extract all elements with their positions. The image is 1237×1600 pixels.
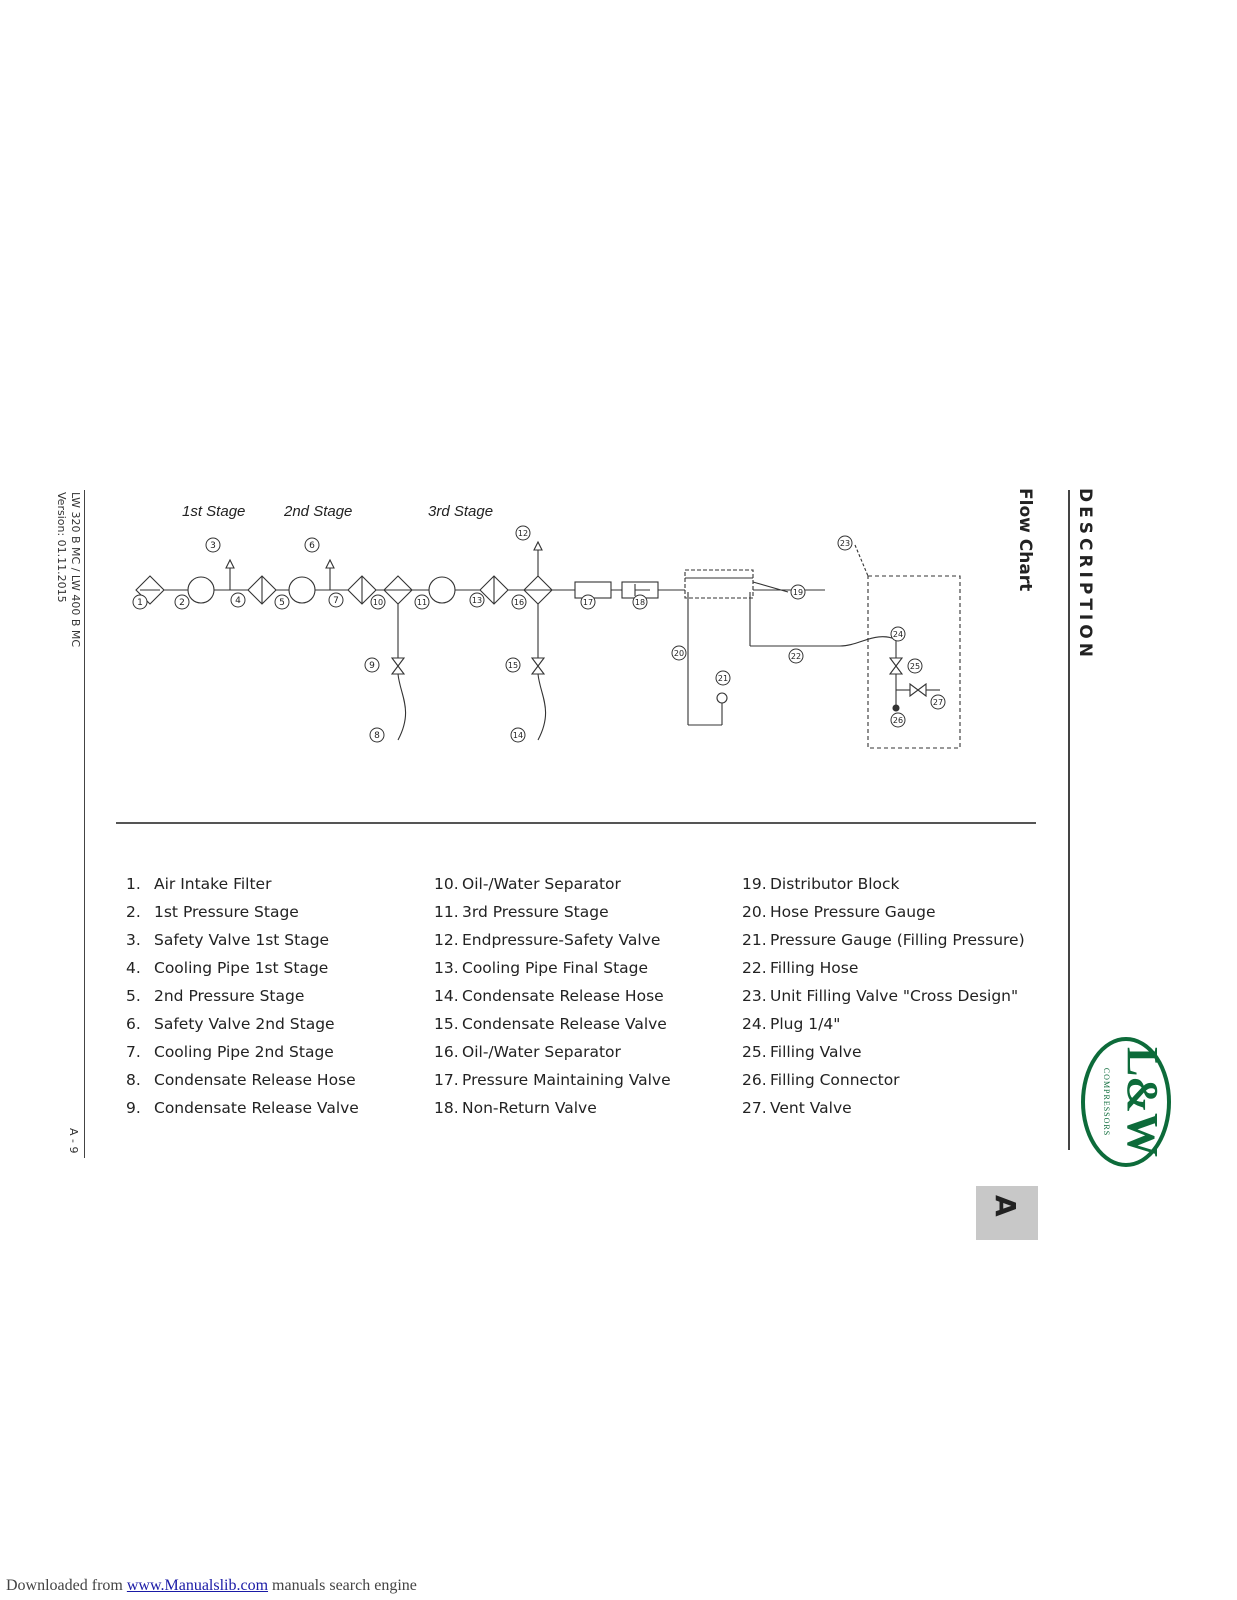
section-tab-letter: A <box>989 1195 1022 1217</box>
left-rule <box>84 490 85 1158</box>
callout-27: 27 <box>933 698 943 707</box>
section-tab <box>976 1186 1038 1240</box>
page-number: A - 9 <box>67 1128 80 1154</box>
stage-label-3: 3rd Stage <box>428 503 493 520</box>
list-item: 26.Filling Connector <box>742 1071 900 1089</box>
callout-12: 12 <box>518 529 528 538</box>
list-item: 9.Condensate Release Valve <box>126 1099 359 1117</box>
callout-5: 5 <box>279 598 285 608</box>
stage-label-1: 1st Stage <box>182 503 245 520</box>
list-item: 17.Pressure Maintaining Valve <box>434 1071 671 1089</box>
callout-21: 21 <box>718 674 728 683</box>
list-item: 2.1st Pressure Stage <box>126 903 299 921</box>
callout-11: 11 <box>417 598 427 607</box>
callout-9: 9 <box>369 661 375 671</box>
lw-compressors-logo: L&W COMPRESSORS <box>1081 1037 1171 1167</box>
callout-10: 10 <box>373 598 383 607</box>
legend-column-2: 10.Oil-/Water Separator 11.3rd Pressure … <box>434 870 671 1122</box>
callout-3: 3 <box>210 541 216 551</box>
logo-mark: L&W <box>1118 1047 1167 1157</box>
download-footer: Downloaded from www.Manualslib.com manua… <box>6 1577 417 1595</box>
legend-column-1: 1.Air Intake Filter 2.1st Pressure Stage… <box>126 870 359 1122</box>
list-item: 23.Unit Filling Valve "Cross Design" <box>742 987 1019 1005</box>
list-item: 15.Condensate Release Valve <box>434 1015 667 1033</box>
callout-16: 16 <box>514 598 524 607</box>
page-subtitle: Flow Chart <box>1015 488 1035 592</box>
list-item: 4.Cooling Pipe 1st Stage <box>126 959 329 977</box>
list-item: 21.Pressure Gauge (Filling Pressure) <box>742 931 1025 949</box>
list-item: 11.3rd Pressure Stage <box>434 903 609 921</box>
callout-19: 19 <box>793 588 803 597</box>
callout-17: 17 <box>583 598 593 607</box>
list-item: 3.Safety Valve 1st Stage <box>126 931 330 949</box>
callout-2: 2 <box>179 598 185 608</box>
list-item: 20.Hose Pressure Gauge <box>742 903 936 921</box>
list-item: 12.Endpressure-Safety Valve <box>434 931 661 949</box>
flow-chart-diagram: 1 2 3 4 5 6 7 8 9 10 11 12 13 14 15 16 1… <box>132 503 961 749</box>
list-item: 25.Filling Valve <box>742 1043 862 1061</box>
stage-label-2: 2nd Stage <box>283 503 352 520</box>
list-item: 8.Condensate Release Hose <box>126 1071 356 1089</box>
callout-23: 23 <box>840 539 850 548</box>
list-item: 18.Non-Return Valve <box>434 1099 597 1117</box>
list-item: 22.Filling Hose <box>742 959 859 977</box>
callout-6: 6 <box>309 541 315 551</box>
list-item: 6.Safety Valve 2nd Stage <box>126 1015 335 1033</box>
list-item: 5.2nd Pressure Stage <box>126 987 305 1005</box>
diagram-divider <box>116 822 1036 824</box>
logo-subtext: COMPRESSORS <box>1102 1068 1111 1136</box>
list-item: 10.Oil-/Water Separator <box>434 875 621 893</box>
callout-18: 18 <box>635 598 645 607</box>
section-title: DESCRIPTION <box>1075 488 1095 661</box>
footer-suffix: manuals search engine <box>268 1577 417 1594</box>
list-item: 19.Distributor Block <box>742 875 900 893</box>
list-item: 27.Vent Valve <box>742 1099 852 1117</box>
doc-version: Version: 01.11.2015 <box>55 492 68 603</box>
list-item: 14.Condensate Release Hose <box>434 987 664 1005</box>
doc-info: LW 320 B MC / LW 400 B MC Version: 01.11… <box>54 492 82 647</box>
callout-20: 20 <box>674 649 684 658</box>
list-item: 24.Plug 1/4" <box>742 1015 841 1033</box>
callout-7: 7 <box>333 596 339 606</box>
callout-14: 14 <box>513 731 523 740</box>
callout-24: 24 <box>893 630 903 639</box>
callout-15: 15 <box>508 661 518 670</box>
manualslib-link[interactable]: www.Manualslib.com <box>126 1577 269 1594</box>
right-rule <box>1068 490 1070 1150</box>
list-item: 1.Air Intake Filter <box>126 875 272 893</box>
callout-26: 26 <box>893 716 903 725</box>
doc-model: LW 320 B MC / LW 400 B MC <box>69 492 82 648</box>
list-item: 16.Oil-/Water Separator <box>434 1043 621 1061</box>
callout-22: 22 <box>791 652 801 661</box>
callout-1: 1 <box>137 598 143 608</box>
callout-13: 13 <box>472 596 482 605</box>
callout-25: 25 <box>910 662 920 671</box>
list-item: 13.Cooling Pipe Final Stage <box>434 959 649 977</box>
list-item: 7.Cooling Pipe 2nd Stage <box>126 1043 334 1061</box>
callout-8: 8 <box>374 731 380 741</box>
callout-4: 4 <box>235 596 241 606</box>
legend-column-3: 19.Distributor Block 20.Hose Pressure Ga… <box>742 870 1025 1122</box>
footer-prefix: Downloaded from <box>6 1577 127 1594</box>
